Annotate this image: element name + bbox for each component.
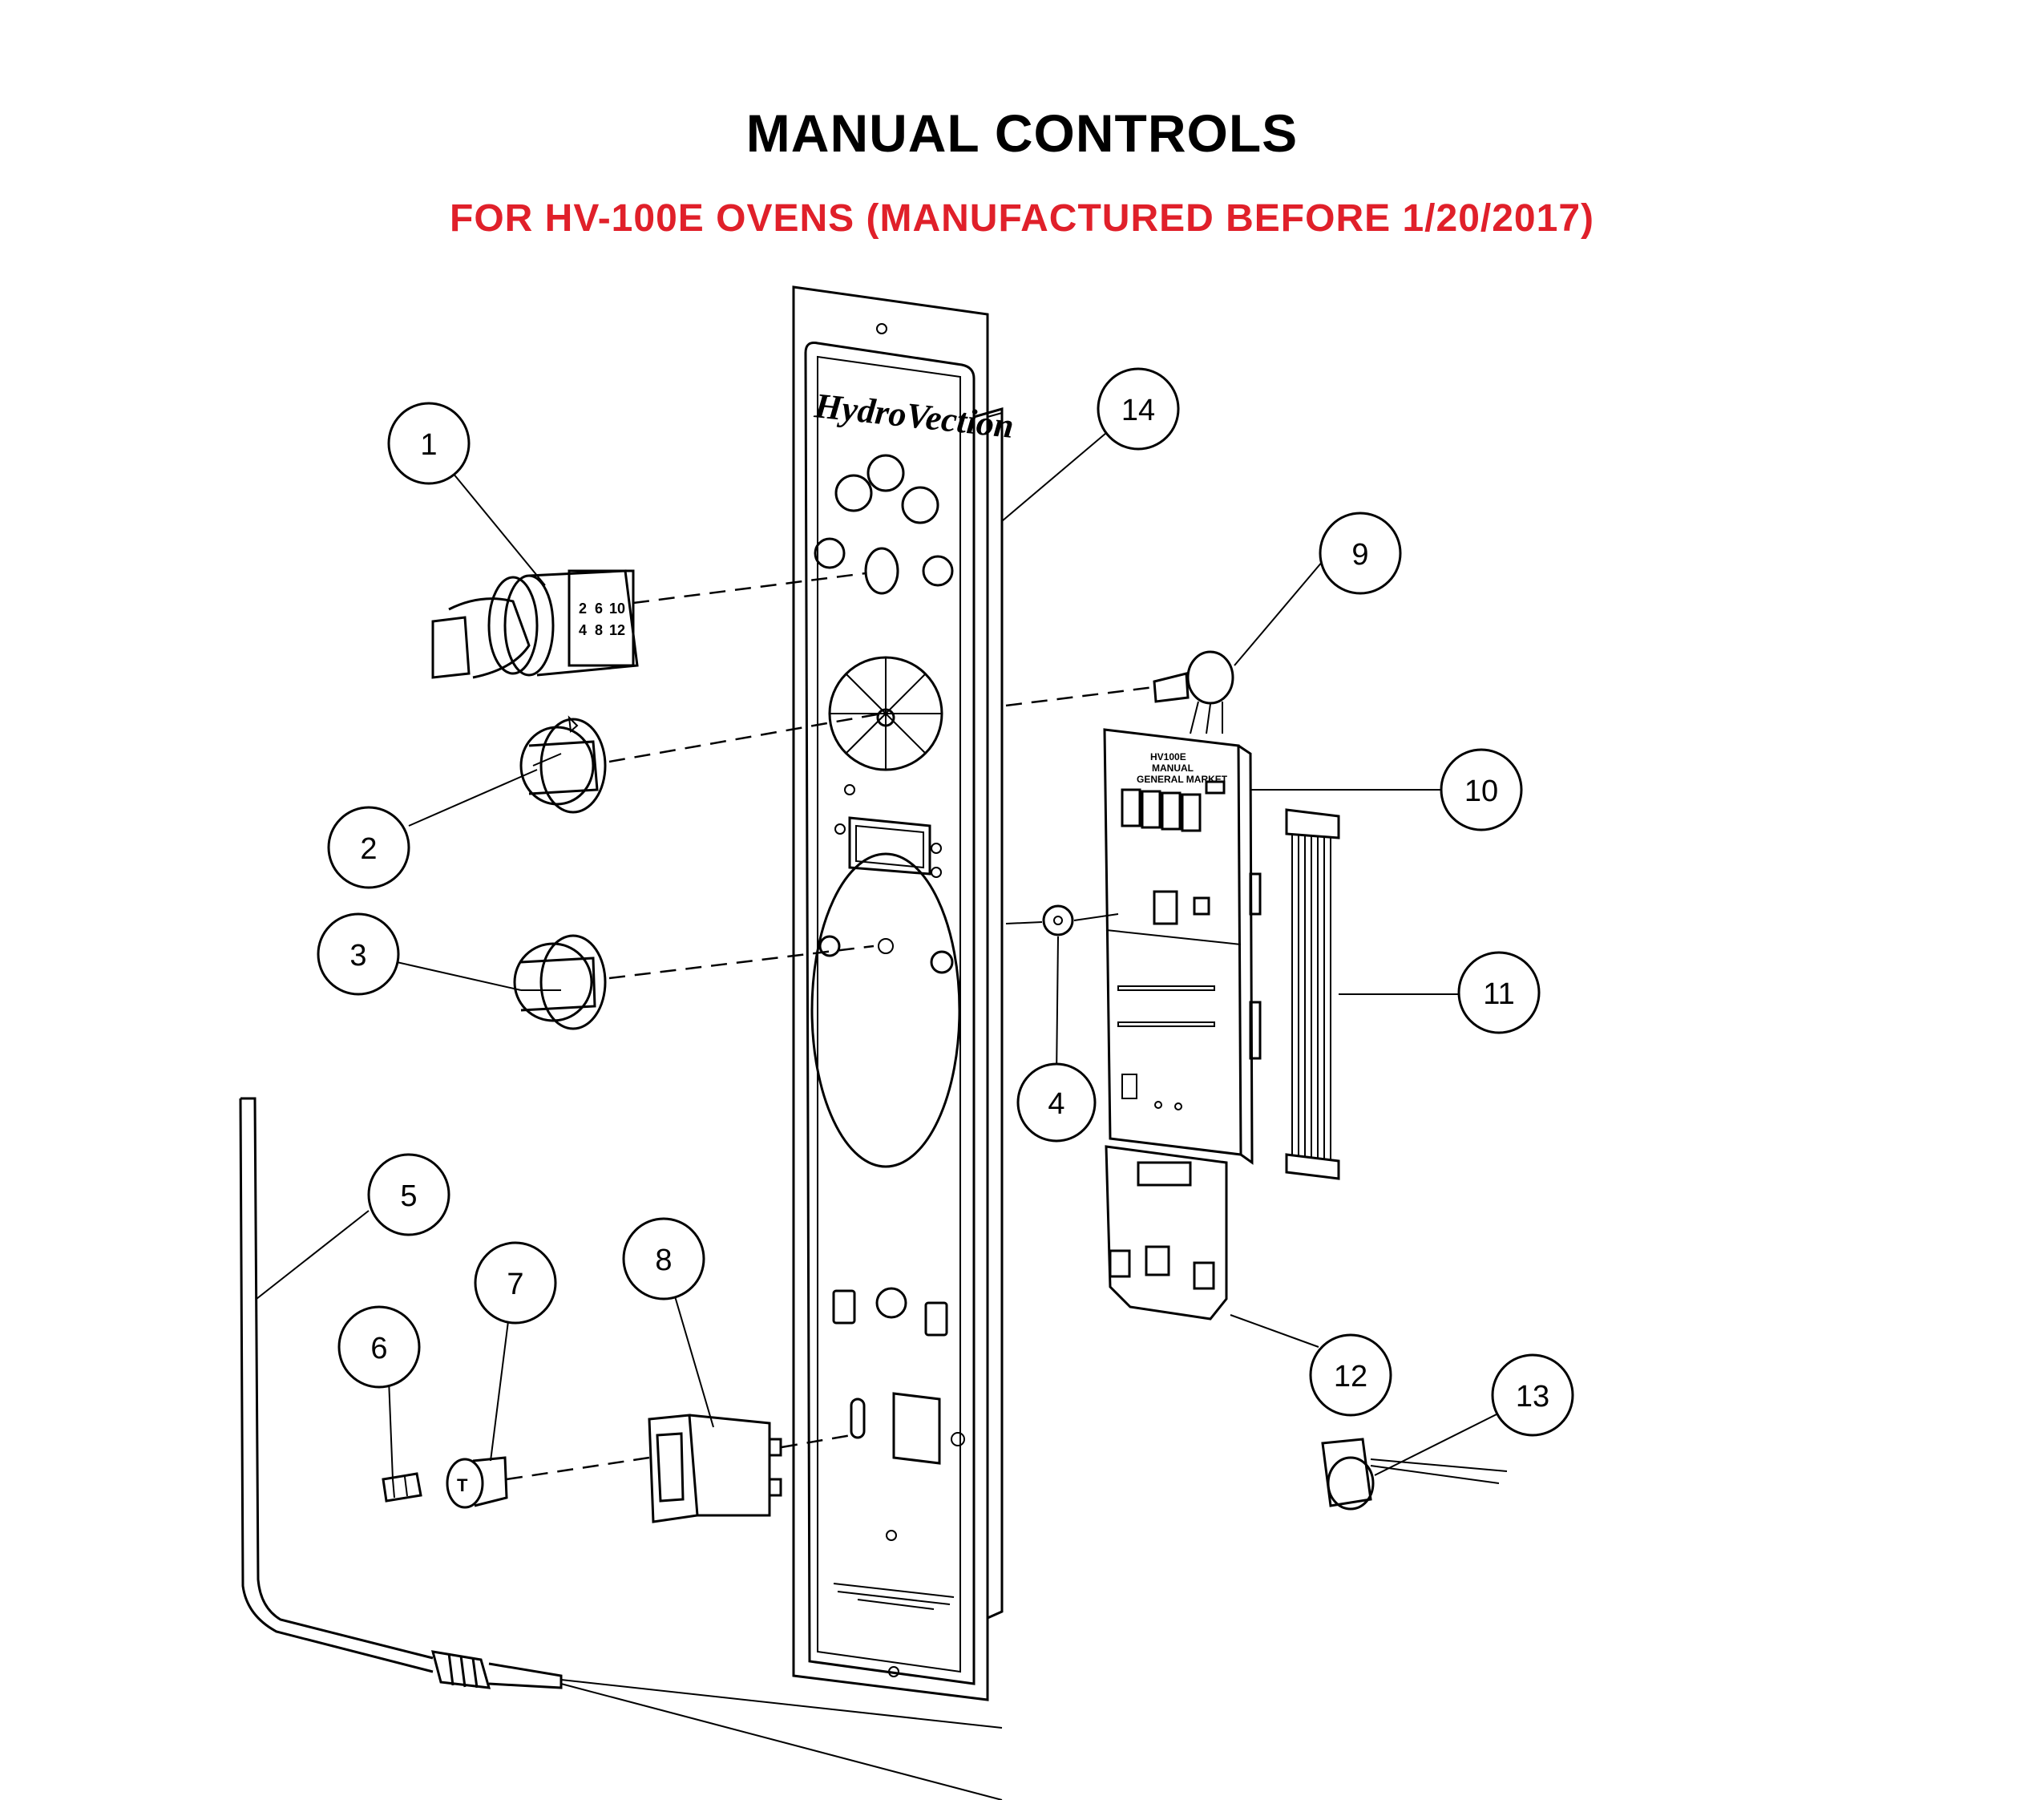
front-control-panel: HydroVection [792, 285, 1016, 1701]
probe-icon [930, 950, 954, 974]
callout-label-13: 13 [1516, 1380, 1549, 1414]
mode-cool-icon [922, 555, 954, 587]
callout-label-6: 6 [370, 1332, 387, 1365]
callout-label-2: 2 [360, 832, 377, 866]
panel-button-right [924, 1301, 948, 1337]
board-label-market: GENERAL MARKET [1137, 774, 1228, 785]
callout-8: 8 [622, 1217, 705, 1300]
temperature-probe-part [239, 1097, 1003, 1800]
callout-14: 14 [1097, 367, 1180, 451]
callout-label-12: 12 [1334, 1360, 1367, 1393]
switch-number-8: 8 [595, 622, 603, 638]
hydrovection-logo: HydroVection [812, 386, 1016, 446]
temperature-knob-part [519, 715, 607, 814]
switch-board-part [1105, 1145, 1228, 1321]
probe-jack-part: T [446, 1456, 508, 1509]
potentiometer-part [1153, 650, 1234, 734]
timer-icon [818, 935, 841, 957]
washer-part [1042, 904, 1074, 936]
page-title: MANUAL CONTROLS [745, 103, 1299, 163]
ribbon-cable-part [1285, 808, 1340, 1180]
callout-10: 10 [1440, 748, 1523, 831]
board-label-model: HV100E [1150, 751, 1186, 762]
callout-12: 12 [1309, 1333, 1392, 1417]
callout-5: 5 [367, 1153, 450, 1236]
switch-number-12: 12 [609, 622, 625, 638]
selector-switch-part: 2 6 10 4 8 12 [431, 569, 639, 679]
callout-label-8: 8 [655, 1244, 672, 1277]
heat-light [844, 784, 855, 795]
board-label-manual: MANUAL [1152, 762, 1194, 774]
callout-label-14: 14 [1121, 394, 1155, 427]
callout-label-10: 10 [1464, 775, 1498, 808]
timer-knob-hole [878, 938, 894, 954]
callout-label-11: 11 [1483, 977, 1514, 1011]
panel-button-center [875, 1287, 907, 1319]
rocker-switch-cutout [892, 1392, 941, 1465]
timer-knob-part [513, 934, 607, 1030]
clip-part [382, 1472, 422, 1503]
temperature-dial-graphic [828, 656, 943, 771]
control-board-part: HV100E MANUAL GENERAL MARKET [1103, 728, 1262, 1165]
mode-off-icon [814, 537, 846, 569]
callout-label-4: 4 [1048, 1087, 1064, 1121]
mode-icon-left [834, 474, 873, 512]
switch-number-10: 10 [609, 601, 625, 617]
switch-number-2: 2 [579, 601, 587, 617]
jack-mark: T [457, 1475, 468, 1495]
callout-label-9: 9 [1351, 538, 1368, 572]
panel-button-left [832, 1289, 856, 1325]
mode-icon-center [866, 454, 905, 492]
callout-label-5: 5 [400, 1179, 417, 1213]
callout-9: 9 [1319, 512, 1402, 595]
page-subtitle: FOR HV-100E OVENS (MANUFACTURED BEFORE 1… [450, 197, 1594, 240]
callout-3: 3 [317, 912, 400, 996]
callout-2: 2 [327, 806, 410, 889]
switch-number-6: 6 [595, 601, 603, 617]
assembly-guide-lines [506, 572, 1155, 1481]
callout-11: 11 [1457, 951, 1541, 1034]
callout-label-7: 7 [507, 1268, 523, 1301]
callout-4: 4 [1016, 1062, 1097, 1143]
door-window-oval [810, 852, 961, 1168]
callout-7: 7 [474, 1241, 557, 1325]
callout-6: 6 [337, 1305, 421, 1389]
mode-icon-right [901, 486, 939, 524]
callout-1: 1 [387, 402, 471, 485]
callout-label-3: 3 [349, 939, 366, 973]
rocker-switch-part [648, 1414, 782, 1523]
probe-port-hole [850, 1398, 866, 1439]
selector-switch-hole [864, 547, 899, 595]
callout-13: 13 [1491, 1353, 1574, 1437]
callout-label-1: 1 [420, 428, 437, 462]
callout-leader-lines [256, 432, 1504, 1480]
buzzer-part [1321, 1438, 1508, 1511]
switch-number-4: 4 [579, 622, 587, 638]
timer-display-window [848, 816, 931, 876]
